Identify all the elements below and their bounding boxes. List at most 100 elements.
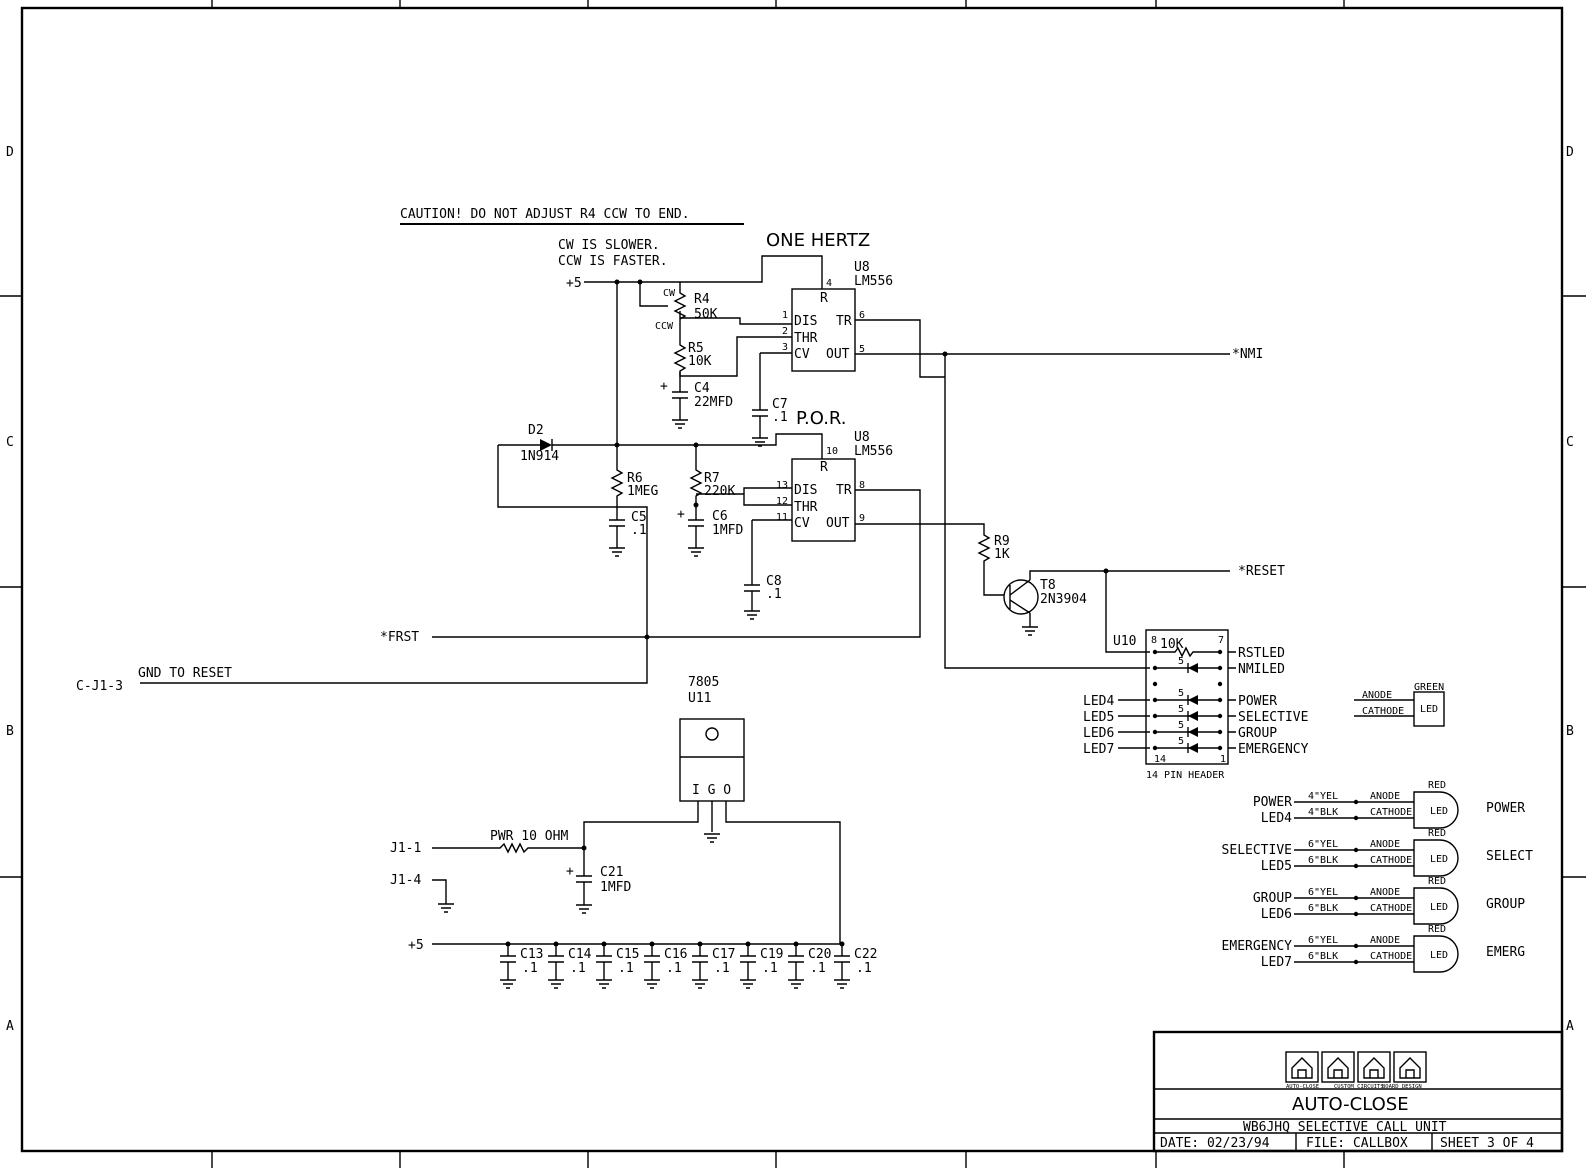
gnd-to-reset-note: GND TO RESET	[138, 666, 232, 681]
bypass-cap-value: .1	[570, 961, 586, 976]
ccw-note: CCW IS FASTER.	[558, 254, 668, 269]
bypass-cap-value: .1	[618, 961, 634, 976]
bypass-cap-value: .1	[714, 961, 730, 976]
led-wire-label: 4"BLK	[1308, 807, 1338, 818]
bypass-cap-value: .1	[856, 961, 872, 976]
led-name-label: EMERG	[1486, 945, 1525, 960]
svg-text:GREEN: GREEN	[1414, 682, 1444, 693]
header-label-emergency: EMERGENCY	[1238, 742, 1309, 757]
led-signal-label: LED6	[1261, 907, 1292, 922]
svg-text:13: 13	[776, 480, 788, 491]
net-j11: J1-1	[390, 841, 421, 856]
led-body-label: LED	[1430, 950, 1448, 961]
led-name-label: POWER	[1486, 801, 1525, 816]
svg-text:LED: LED	[1420, 704, 1438, 715]
led-cathode-label: CATHODE	[1370, 807, 1412, 818]
svg-text:DIS: DIS	[794, 314, 817, 329]
ic-u8-top: U8 LM556 4 R DIS THR CV TR OUT 1 2 3 6 5	[782, 260, 893, 372]
c7-ref: C7	[772, 397, 788, 412]
t8-value: 2N3904	[1040, 592, 1087, 607]
header-label-led6: LED6	[1083, 726, 1114, 741]
bypass-cap-ref: C19	[760, 947, 783, 962]
net-reset: *RESET	[1238, 564, 1285, 579]
header-led-mark: 5	[1178, 736, 1184, 747]
c21-pol: +	[566, 864, 574, 879]
svg-text:11: 11	[776, 512, 788, 523]
bypass-cap-value: .1	[810, 961, 826, 976]
c6-ref: C6	[712, 509, 728, 524]
header-label-led7: LED7	[1083, 742, 1114, 757]
led-color-label: RED	[1428, 828, 1446, 839]
svg-text:U8: U8	[854, 430, 870, 445]
bypass-cap-ref: C15	[616, 947, 639, 962]
header-pin	[1152, 649, 1158, 655]
led-indicator: EMERGENCYLED76"YEL6"BLKANODECATHODEREDLE…	[1222, 924, 1525, 973]
c8-ref: C8	[766, 574, 782, 589]
r9-value: 1K	[994, 547, 1010, 562]
bypass-cap-ref: C16	[664, 947, 687, 962]
c5-ref: C5	[631, 510, 647, 525]
svg-text:I G O: I G O	[692, 783, 731, 798]
header-led-mark: 5	[1178, 720, 1184, 731]
bypass-capacitor: C14.1	[547, 941, 592, 989]
c6-value: 1MFD	[712, 523, 743, 538]
led-signal-label: POWER	[1253, 795, 1292, 810]
logo-icon	[1285, 1051, 1319, 1083]
net-plus5-bottom: +5	[408, 938, 424, 953]
bypass-cap-ref: C13	[520, 947, 543, 962]
header-label-nmiled: NMILED	[1238, 662, 1285, 677]
led-color-label: RED	[1428, 876, 1446, 887]
title-subtitle: WB6JHQ SELECTIVE CALL UNIT	[1243, 1120, 1447, 1135]
r7-value: 220K	[704, 484, 735, 499]
svg-text:ANODE: ANODE	[1362, 690, 1392, 701]
svg-text:1: 1	[782, 310, 788, 321]
bypass-capacitor: C22.1	[833, 941, 877, 989]
c4-value: 22MFD	[694, 395, 733, 410]
r6-value: 1MEG	[627, 484, 658, 499]
r4-cw: CW	[663, 288, 676, 299]
svg-text:6: 6	[859, 310, 865, 321]
bypass-cap-ref: C14	[568, 947, 592, 962]
svg-text:OUT: OUT	[826, 516, 850, 531]
bypass-capacitor: C19.1	[739, 941, 783, 989]
led-wire-label: 6"YEL	[1308, 935, 1338, 946]
svg-text:10: 10	[826, 446, 838, 457]
svg-text:8: 8	[859, 480, 865, 491]
c6-pol: +	[677, 507, 685, 522]
svg-text:DIS: DIS	[794, 483, 817, 498]
svg-text:10K: 10K	[1160, 637, 1184, 652]
svg-text:5: 5	[859, 344, 865, 355]
zone-right-a: A	[1566, 1019, 1574, 1034]
c7-value: .1	[772, 410, 788, 425]
net-frst: *FRST	[380, 630, 419, 645]
svg-text:14: 14	[1154, 754, 1166, 765]
header-led: 5	[1155, 704, 1220, 721]
header-led: 5	[1155, 720, 1220, 737]
svg-text:THR: THR	[794, 331, 818, 346]
svg-text:LM556: LM556	[854, 274, 893, 289]
header-led: 5	[1155, 688, 1220, 705]
one-hertz-label: ONE HERTZ	[766, 230, 870, 251]
svg-text:U8: U8	[854, 260, 870, 275]
led-anode-label: ANODE	[1370, 935, 1400, 946]
svg-text:TR: TR	[836, 314, 852, 329]
led-wire-label: 4"YEL	[1308, 791, 1338, 802]
svg-text:OUT: OUT	[826, 347, 850, 362]
led-cathode-label: CATHODE	[1370, 855, 1412, 866]
led-wire-label: 6"BLK	[1308, 903, 1338, 914]
led-signal-label: SELECTIVE	[1222, 843, 1292, 858]
logo-icon	[1393, 1051, 1427, 1083]
c8-value: .1	[766, 587, 782, 602]
header-pin	[1217, 649, 1223, 655]
svg-text:2: 2	[782, 326, 788, 337]
title-sheet: SHEET 3 OF 4	[1440, 1136, 1534, 1151]
por-label: P.O.R.	[796, 408, 847, 429]
svg-text:7805: 7805	[688, 675, 719, 690]
header-led: 5	[1155, 656, 1220, 673]
led-color-label: RED	[1428, 780, 1446, 791]
caution-note: CAUTION! DO NOT ADJUST R4 CCW TO END.	[400, 207, 690, 222]
